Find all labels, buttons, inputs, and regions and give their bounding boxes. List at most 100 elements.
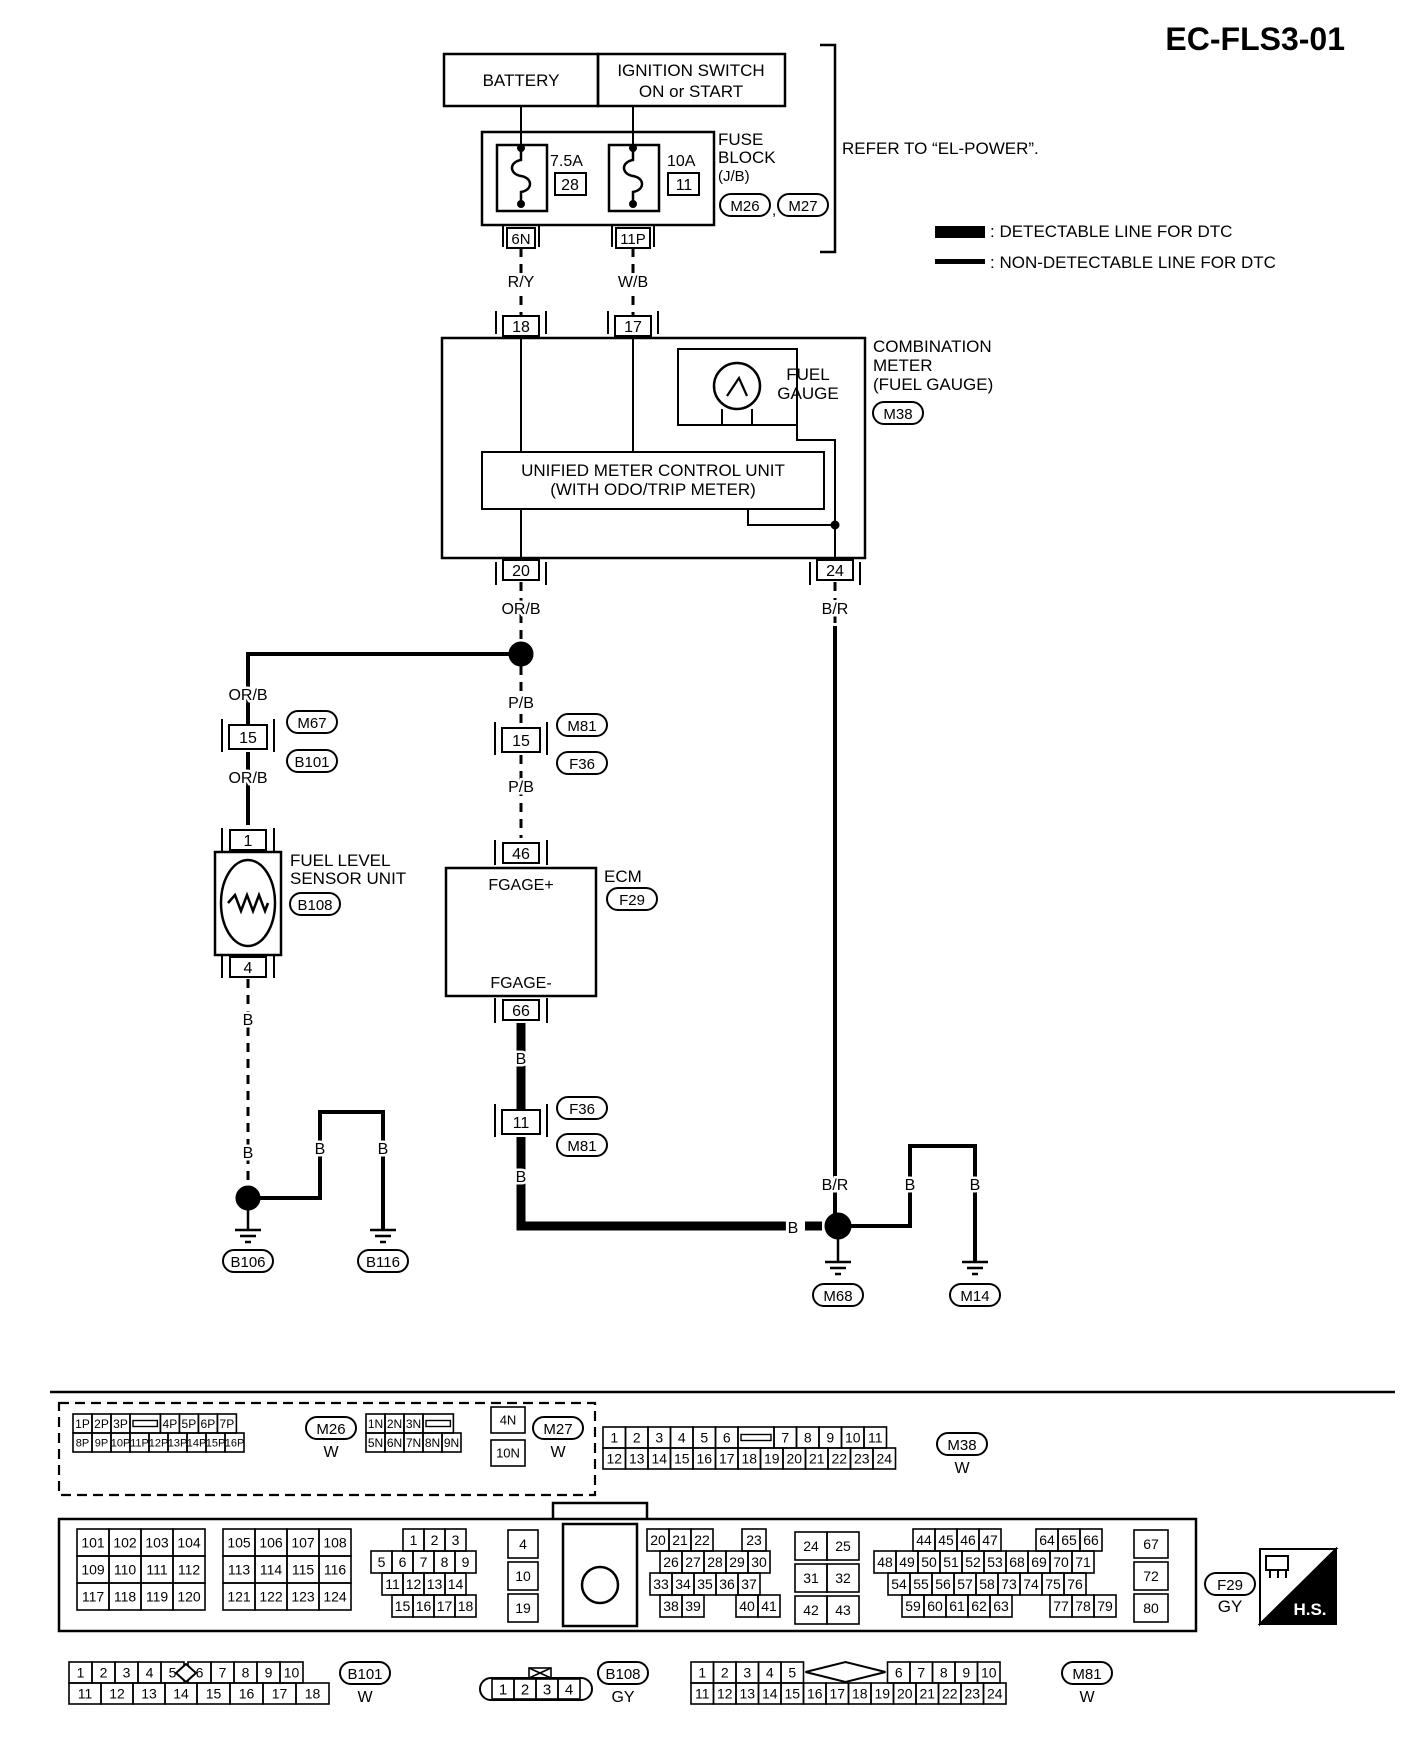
connector-pin: 13: [629, 1451, 645, 1467]
connector-pin: 23: [854, 1451, 870, 1467]
meter-pin-17: 17: [624, 319, 642, 336]
wire-orb-meter: OR/B: [501, 601, 540, 618]
connector-pin: 5N: [368, 1436, 383, 1450]
connector-pin: 3: [655, 1430, 663, 1446]
connector-pin: 105: [227, 1535, 251, 1551]
conn-b108: B108: [297, 897, 332, 914]
connector-pin: 5P: [182, 1417, 197, 1431]
ground-icon: [235, 1228, 261, 1244]
conn-b101: B101: [294, 754, 329, 771]
fuse-1-terminal: 6N: [511, 231, 530, 248]
connector-pin: 4: [565, 1681, 573, 1698]
wire-b-ecm-bottom: B: [516, 1169, 527, 1186]
connector-pin: 19: [874, 1686, 890, 1702]
connector-pin: 79: [1097, 1598, 1113, 1614]
wire-b-ecm-top: B: [516, 1051, 527, 1068]
connector-pin: 15: [784, 1686, 800, 1702]
connector-pin: 11: [78, 1686, 93, 1702]
connector-pin: 42: [803, 1602, 819, 1618]
connector-pin: 108: [323, 1535, 347, 1551]
ecm-connector-outline: [57, 1517, 1198, 1633]
connector-pin: 15: [395, 1598, 411, 1614]
connector-pin: 14P: [187, 1437, 207, 1449]
connector-pin: 63: [993, 1598, 1009, 1614]
connector-pin: 118: [114, 1589, 137, 1605]
connector-pin: 7: [781, 1430, 789, 1446]
connector-pin: 4: [146, 1665, 154, 1681]
b101-code: B101: [347, 1666, 382, 1683]
wire-b-b116: B: [378, 1141, 389, 1158]
connector-pin: 15: [674, 1451, 690, 1467]
connector-pin: 69: [1031, 1554, 1047, 1570]
m26-code: M26: [316, 1421, 345, 1438]
connector-pin: 5: [169, 1665, 177, 1681]
ground-icon: [962, 1260, 988, 1276]
connector-pin: 29: [729, 1554, 745, 1570]
b108-color: GY: [611, 1689, 634, 1706]
ground-m14: M14: [960, 1288, 989, 1305]
page-code: EC-FLS3-01: [1165, 21, 1345, 57]
fuel-level-sensor-box: [213, 850, 283, 957]
sensor-label-2: SENSOR UNIT: [290, 869, 406, 888]
ignition-label-1: IGNITION SWITCH: [617, 61, 764, 80]
jb-connectors-dashed-box: [57, 1401, 597, 1497]
connector-pin: 47: [982, 1532, 998, 1548]
connector-pin: 16P: [225, 1437, 245, 1449]
connector-pin: 49: [899, 1554, 915, 1570]
connector-pin: 2: [431, 1532, 439, 1548]
connector-pin: 59: [905, 1598, 921, 1614]
connector-pin: 9: [962, 1665, 970, 1681]
connector-pin: 2P: [94, 1417, 109, 1431]
connector-pin: 10: [284, 1665, 300, 1681]
connector-pin: 121: [227, 1589, 251, 1605]
connector-pin: 10N: [496, 1446, 520, 1461]
connector-pin: 8: [804, 1430, 812, 1446]
connector-pin: 120: [177, 1589, 201, 1605]
connector-pin: 12: [717, 1686, 733, 1702]
refer-bracket: [820, 43, 837, 254]
connector-pin: 12: [406, 1576, 422, 1592]
connector-pin: 72: [1143, 1568, 1159, 1584]
fuse-block-label-1: FUSE: [718, 130, 763, 149]
connector-pin: 124: [323, 1589, 347, 1605]
connector-pin: 12P: [149, 1437, 169, 1449]
connector-pin: 14: [173, 1686, 189, 1702]
connector-pin: 5: [700, 1430, 708, 1446]
ground-m68: M68: [823, 1288, 852, 1305]
connector-pin: 34: [675, 1576, 691, 1592]
connector-pin: 1: [610, 1430, 618, 1446]
connector-pin: 18: [458, 1598, 474, 1614]
connector-pin: 27: [685, 1554, 701, 1570]
connector-pin: 10: [981, 1665, 997, 1681]
legend-non-detectable-swatch: [935, 259, 985, 264]
connector-pin: 9: [826, 1430, 834, 1446]
unified-meter-control-unit-box: [481, 451, 825, 510]
m81-color: W: [1079, 1689, 1095, 1706]
fuse-block-conn-2: M27: [788, 198, 817, 215]
connector-pin: 37: [741, 1576, 757, 1592]
connector-pin: 8: [940, 1665, 948, 1681]
connector-pin: 1: [77, 1665, 85, 1681]
connector-pin: 1P: [75, 1417, 90, 1431]
connector-pin: 13P: [168, 1437, 188, 1449]
connector-pin: 10P: [111, 1437, 131, 1449]
m26-color: W: [323, 1444, 339, 1461]
ecm-connector-latch-icon: [580, 1565, 620, 1605]
ground-b106: B106: [230, 1254, 265, 1271]
connector-pin: 10: [845, 1430, 861, 1446]
fuse-2-terminal: 11P: [620, 231, 646, 248]
connector-pin: 106: [259, 1535, 283, 1551]
connector-pin: 6: [895, 1665, 903, 1681]
connector-pin: 76: [1067, 1576, 1083, 1592]
meter-pin-20: 20: [512, 563, 530, 580]
connector-pin: 52: [965, 1554, 981, 1570]
connector-pin: 4: [678, 1430, 686, 1446]
connector-pin: 58: [979, 1576, 995, 1592]
conn-m67: M67: [297, 715, 326, 732]
connector-pin: 7: [420, 1554, 428, 1570]
control-unit-label-2: (WITH ODO/TRIP METER): [550, 480, 756, 499]
connector-pin: 15P: [206, 1437, 226, 1449]
connector-pin: 7: [219, 1665, 227, 1681]
connector-pin: 67: [1143, 1536, 1159, 1552]
